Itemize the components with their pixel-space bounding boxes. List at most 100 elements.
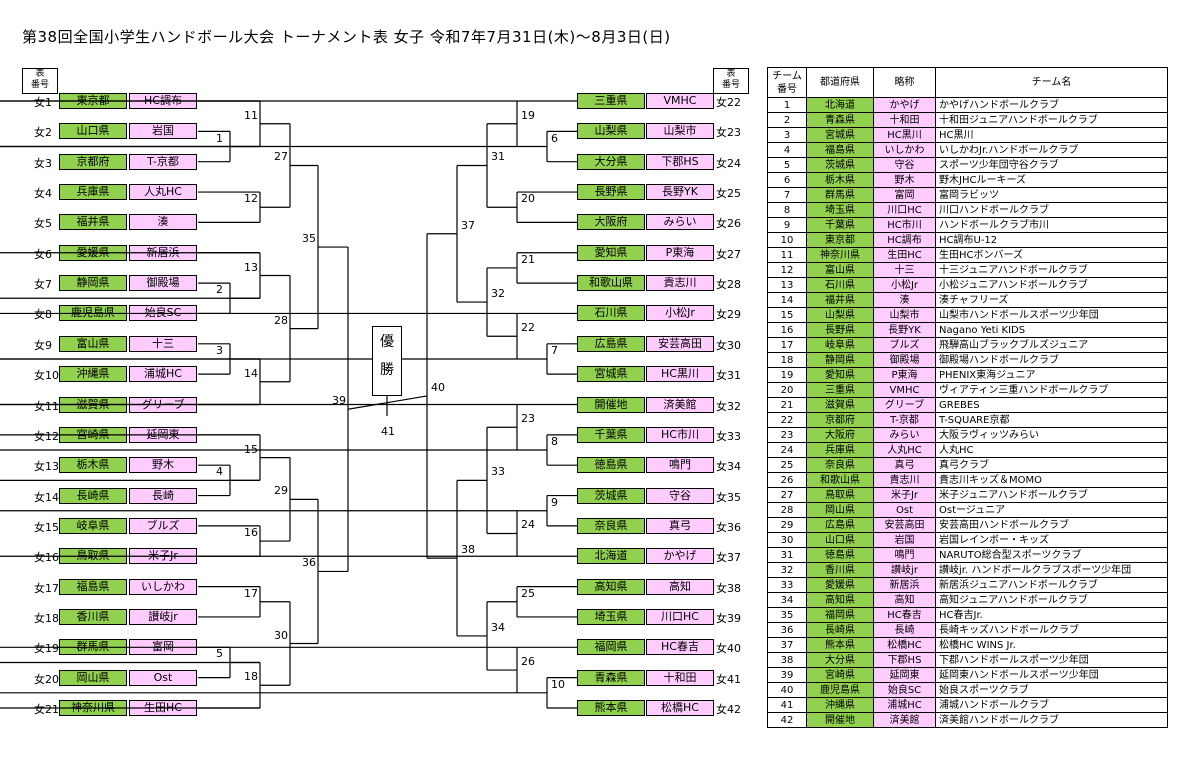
game-number: 37 [461, 218, 475, 232]
team-name-cell: ハンドボールクラブ市川 [935, 217, 1168, 233]
prefecture-cell: 栃木県 [806, 172, 874, 188]
team-number-cell: 10 [767, 232, 807, 248]
prefecture-cell: 東京都 [806, 232, 874, 248]
team-abbreviation: 川口HC [646, 608, 714, 625]
prefecture-cell: 奈良県 [806, 457, 874, 473]
team-number-label: 女20 [34, 672, 59, 686]
team-number-label: 女32 [716, 399, 741, 413]
prefecture-cell: 山口県 [806, 532, 874, 548]
abbreviation-cell: 真弓 [873, 457, 936, 473]
prefecture-cell: 兵庫県 [806, 442, 874, 458]
team-prefecture: 埼玉県 [577, 608, 645, 625]
team-prefecture: 開催地 [577, 396, 645, 413]
abbreviation-cell: 長崎 [873, 622, 936, 638]
team-number-label: 女30 [716, 338, 741, 352]
game-number: 5 [216, 647, 223, 661]
team-prefecture: 北海道 [577, 548, 645, 565]
game-number: 22 [521, 321, 535, 335]
team-number-label: 女8 [34, 308, 52, 322]
team-name-cell: 浦城ハンドボールクラブ [935, 697, 1168, 713]
prefecture-cell: 富山県 [806, 262, 874, 278]
game-number: 26 [521, 655, 535, 669]
tournament-bracket [0, 100, 577, 709]
team-prefecture: 宮城県 [577, 366, 645, 383]
team-prefecture: 兵庫県 [59, 184, 127, 201]
team-abbreviation: 守谷 [646, 487, 714, 504]
team-number-label: 女14 [34, 490, 59, 504]
team-number-label: 女38 [716, 581, 741, 595]
team-abbreviation: 長崎 [129, 487, 197, 504]
game-number: 8 [551, 435, 558, 449]
game-number: 7 [551, 343, 558, 357]
team-number-label: 女35 [716, 490, 741, 504]
team-number-label: 女17 [34, 581, 59, 595]
game-number: 18 [244, 670, 258, 684]
team-name-cell: 高知ジュニアハンドボールクラブ [935, 592, 1168, 608]
team-prefecture: 徳島県 [577, 457, 645, 474]
abbreviation-cell: 守谷 [873, 157, 936, 173]
team-name-cell: 小松ジュニアハンドボールクラブ [935, 277, 1168, 293]
game-number: 38 [461, 543, 475, 557]
prefecture-cell: 三重県 [806, 382, 874, 398]
team-abbreviation: 真弓 [646, 517, 714, 534]
team-number-cell: 3 [767, 127, 807, 143]
abbreviation-cell: 富岡 [873, 187, 936, 203]
team-name-cell: NARUTO総合型スポーツクラブ [935, 547, 1168, 563]
team-number-label: 女28 [716, 278, 741, 292]
abbreviation-cell: HC黒川 [873, 127, 936, 143]
team-name-cell: いしかわJr.ハンドボールクラブ [935, 142, 1168, 158]
team-abbreviation: 野木 [129, 457, 197, 474]
team-abbreviation: 御殿場 [129, 275, 197, 292]
team-abbreviation: 貴志川 [646, 275, 714, 292]
team-name-cell: 大阪ラヴィッツみらい [935, 427, 1168, 443]
team-number-cell: 26 [767, 472, 807, 488]
prefecture-cell: 徳島県 [806, 547, 874, 563]
team-number-label: 女5 [34, 217, 52, 231]
team-number-cell: 2 [767, 112, 807, 128]
game-number: 10 [551, 677, 565, 691]
team-number-label: 女21 [34, 703, 59, 716]
team-number-cell: 32 [767, 562, 807, 578]
abbreviation-cell: 済美館 [873, 712, 936, 728]
team-prefecture: 富山県 [59, 335, 127, 352]
abbreviation-cell: HC春吉 [873, 607, 936, 623]
team-abbreviation: HC春吉 [646, 639, 714, 656]
team-name-cell: 米子ジュニアハンドボールクラブ [935, 487, 1168, 503]
team-number-cell: 14 [767, 292, 807, 308]
team-number-label: 女42 [716, 703, 741, 716]
abbreviation-cell: T-京都 [873, 412, 936, 428]
abbreviation-cell: いしかわ [873, 142, 936, 158]
game-number: 16 [244, 526, 258, 540]
prefecture-cell: 熊本県 [806, 637, 874, 653]
team-prefecture: 長野県 [577, 184, 645, 201]
abbreviation-cell: HC市川 [873, 217, 936, 233]
abbreviation-cell: 岩国 [873, 532, 936, 548]
team-abbreviation: 十三 [129, 335, 197, 352]
abbreviation-cell: 讃岐jr [873, 562, 936, 578]
team-number-cell: 16 [767, 322, 807, 338]
abbreviation-cell: 延岡東 [873, 667, 936, 683]
team-prefecture: 長崎県 [59, 487, 127, 504]
team-prefecture: 山口県 [59, 123, 127, 140]
prefecture-cell: 埼玉県 [806, 202, 874, 218]
team-number-cell: 15 [767, 307, 807, 323]
team-abbreviation: HC市川 [646, 426, 714, 443]
team-prefecture: 千葉県 [577, 426, 645, 443]
page-title: 第38回全国小学生ハンドボール大会 トーナメント表 女子 令和7年7月31日(木… [22, 28, 671, 46]
team-prefecture: 愛知県 [577, 244, 645, 261]
game-number: 32 [491, 287, 505, 301]
team-number-label: 女18 [34, 611, 59, 625]
game-number: 34 [491, 620, 505, 634]
prefecture-cell: 高知県 [806, 592, 874, 608]
abbreviation-cell: 十三 [873, 262, 936, 278]
game-number: 1 [216, 131, 223, 145]
team-name-cell: 新居浜ジュニアハンドボールクラブ [935, 577, 1168, 593]
game-number: 36 [302, 556, 316, 570]
team-number-cell: 27 [767, 487, 807, 503]
